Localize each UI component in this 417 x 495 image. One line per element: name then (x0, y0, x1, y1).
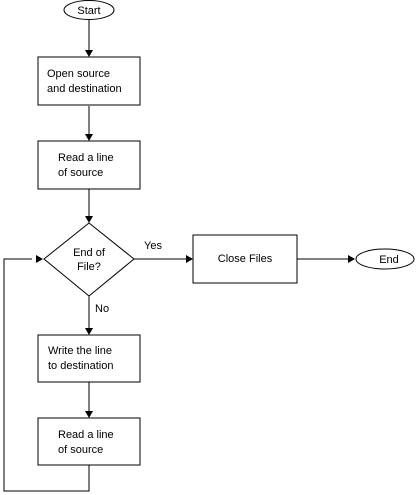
node-open-files-line2: and destination (47, 83, 122, 95)
node-read-line-2-line1: Read a line (58, 429, 114, 441)
node-read-line-1: Read a line of source (37, 140, 141, 190)
arrow-right-icon (36, 255, 43, 263)
node-write-line-line2: to destination (48, 360, 113, 372)
arrow-right-icon (186, 255, 193, 263)
node-read-line-2: Read a line of source (37, 417, 141, 466)
edge-label-yes: Yes (144, 240, 162, 252)
arrow-down-icon (85, 134, 93, 141)
connectors (3, 20, 348, 492)
arrow-down-icon (85, 328, 93, 335)
node-open-files-line1: Open source (47, 68, 110, 80)
node-close-files-label: Close Files (218, 253, 273, 265)
node-write-line: Write the line to destination (37, 334, 141, 383)
edge-label-no: No (95, 303, 109, 315)
edge-read2-loop-back (3, 258, 90, 492)
arrow-down-icon (85, 411, 93, 418)
node-write-line-line1: Write the line (48, 345, 112, 357)
node-decision-eof-line2: File? (77, 261, 101, 273)
node-start-label: Start (77, 5, 100, 17)
node-close-files: Close Files (192, 234, 298, 284)
node-end-label: End (379, 254, 399, 266)
node-read-line-1-line1: Read a line (58, 152, 114, 164)
node-end: End (355, 248, 415, 270)
node-decision-eof: End of File? (43, 222, 135, 297)
node-start: Start (63, 0, 115, 20)
arrow-down-icon (85, 216, 93, 223)
node-read-line-1-line2: of source (58, 167, 103, 179)
arrow-right-icon (348, 255, 355, 263)
node-read-line-2-line2: of source (58, 444, 103, 456)
arrow-down-icon (85, 50, 93, 57)
node-open-files: Open source and destination (37, 56, 141, 106)
arrowheads (36, 50, 355, 418)
node-decision-eof-line1: End of (73, 247, 106, 259)
